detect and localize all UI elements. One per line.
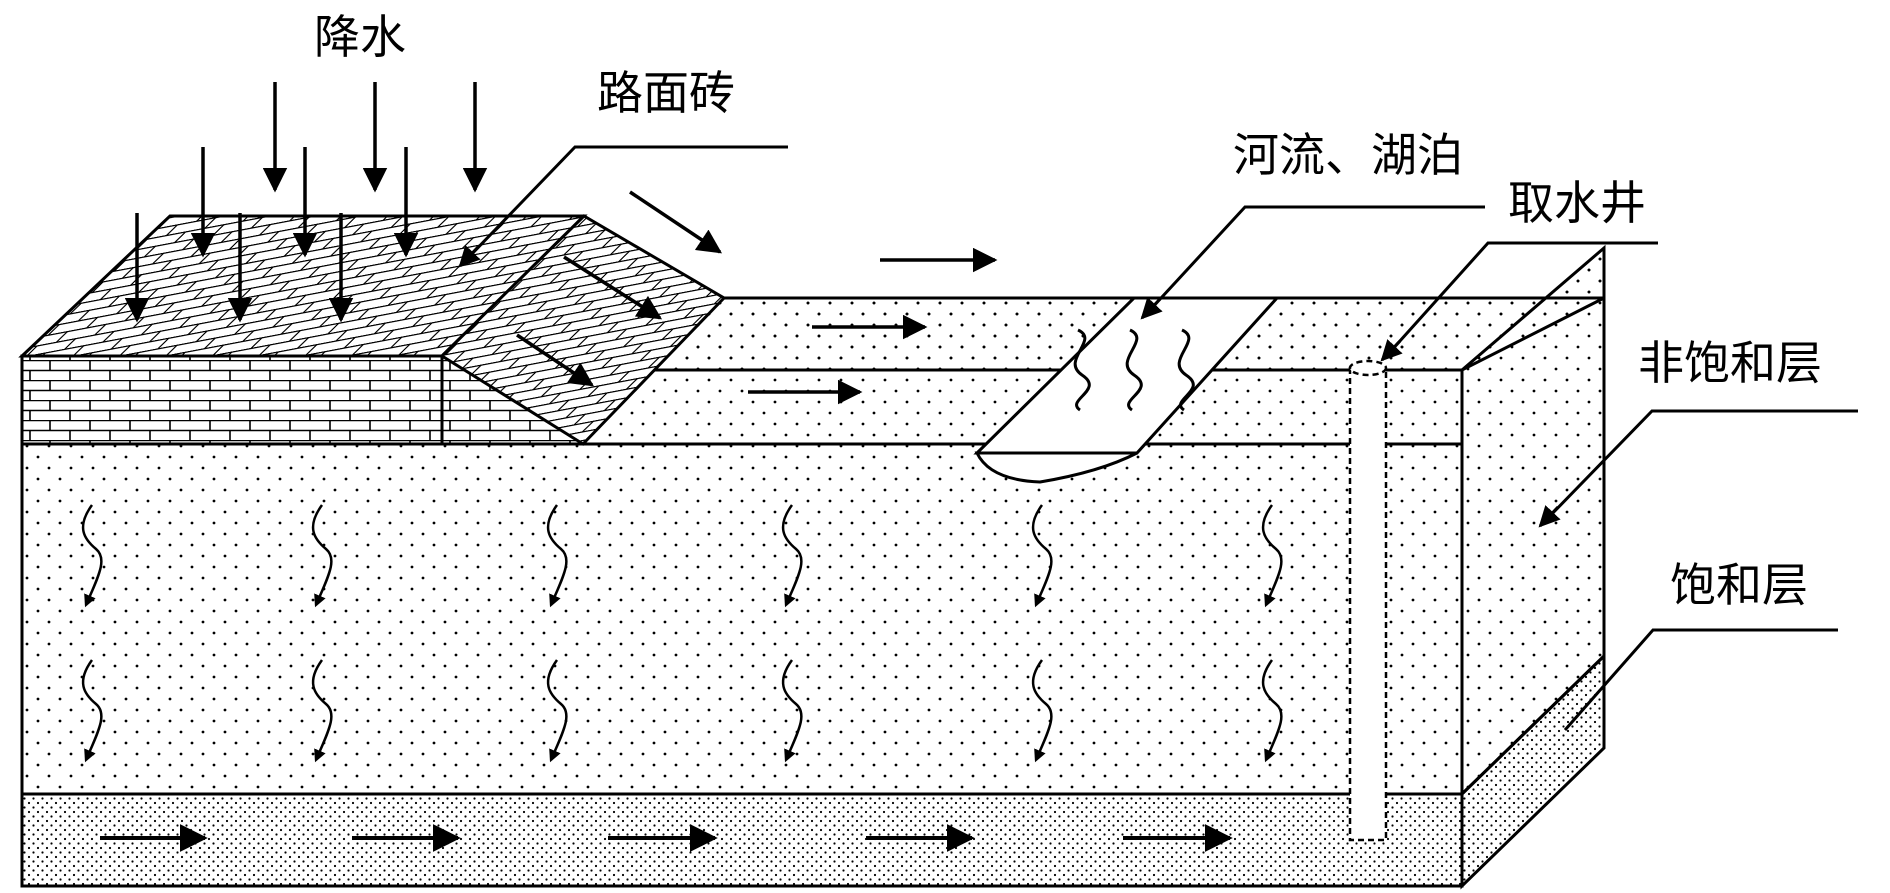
- runoff-arrows: [516, 190, 998, 405]
- water-well-label: 取水井: [1508, 176, 1646, 230]
- river-lake-label: 河流、湖泊: [1233, 128, 1463, 182]
- river-wave-2: [1125, 328, 1143, 412]
- water-well-top: [1348, 359, 1388, 377]
- pavement-slope: [439, 214, 727, 446]
- infiltration-arrow: [1031, 659, 1053, 763]
- infiltration-arrow: [781, 659, 803, 763]
- saturated-side-face: [1460, 652, 1606, 890]
- river-wave-3: [1177, 328, 1195, 412]
- infiltration-arrow: [81, 504, 103, 608]
- leader-lines: [466, 145, 1858, 731]
- pavement-brick-label: 路面砖: [597, 66, 735, 120]
- infiltration-arrow: [1261, 504, 1283, 608]
- precipitation-label: 降水: [314, 10, 406, 64]
- unsaturated-layer-label: 非饱和层: [1638, 336, 1822, 390]
- infiltration-arrows: [81, 504, 1283, 763]
- precipitation-arrows: [124, 82, 488, 323]
- infiltration-arrow: [1261, 659, 1283, 763]
- infiltration-arrow: [546, 659, 568, 763]
- saturated-layer-label: 饱和层: [1670, 558, 1808, 612]
- infiltration-arrow: [781, 504, 803, 608]
- water-well: [1348, 366, 1388, 842]
- infiltration-arrow: [546, 504, 568, 608]
- infiltration-arrow: [311, 504, 333, 608]
- infiltration-arrow: [311, 659, 333, 763]
- river-wave-1: [1073, 328, 1091, 412]
- river-lake-cross-section: [974, 451, 1138, 484]
- leader-arrowheads: [458, 245, 1561, 528]
- infiltration-arrow: [81, 659, 103, 763]
- saturated-front-face: [20, 792, 1464, 888]
- brick-wall-front: [20, 354, 444, 446]
- infiltration-arrow: [1031, 504, 1053, 608]
